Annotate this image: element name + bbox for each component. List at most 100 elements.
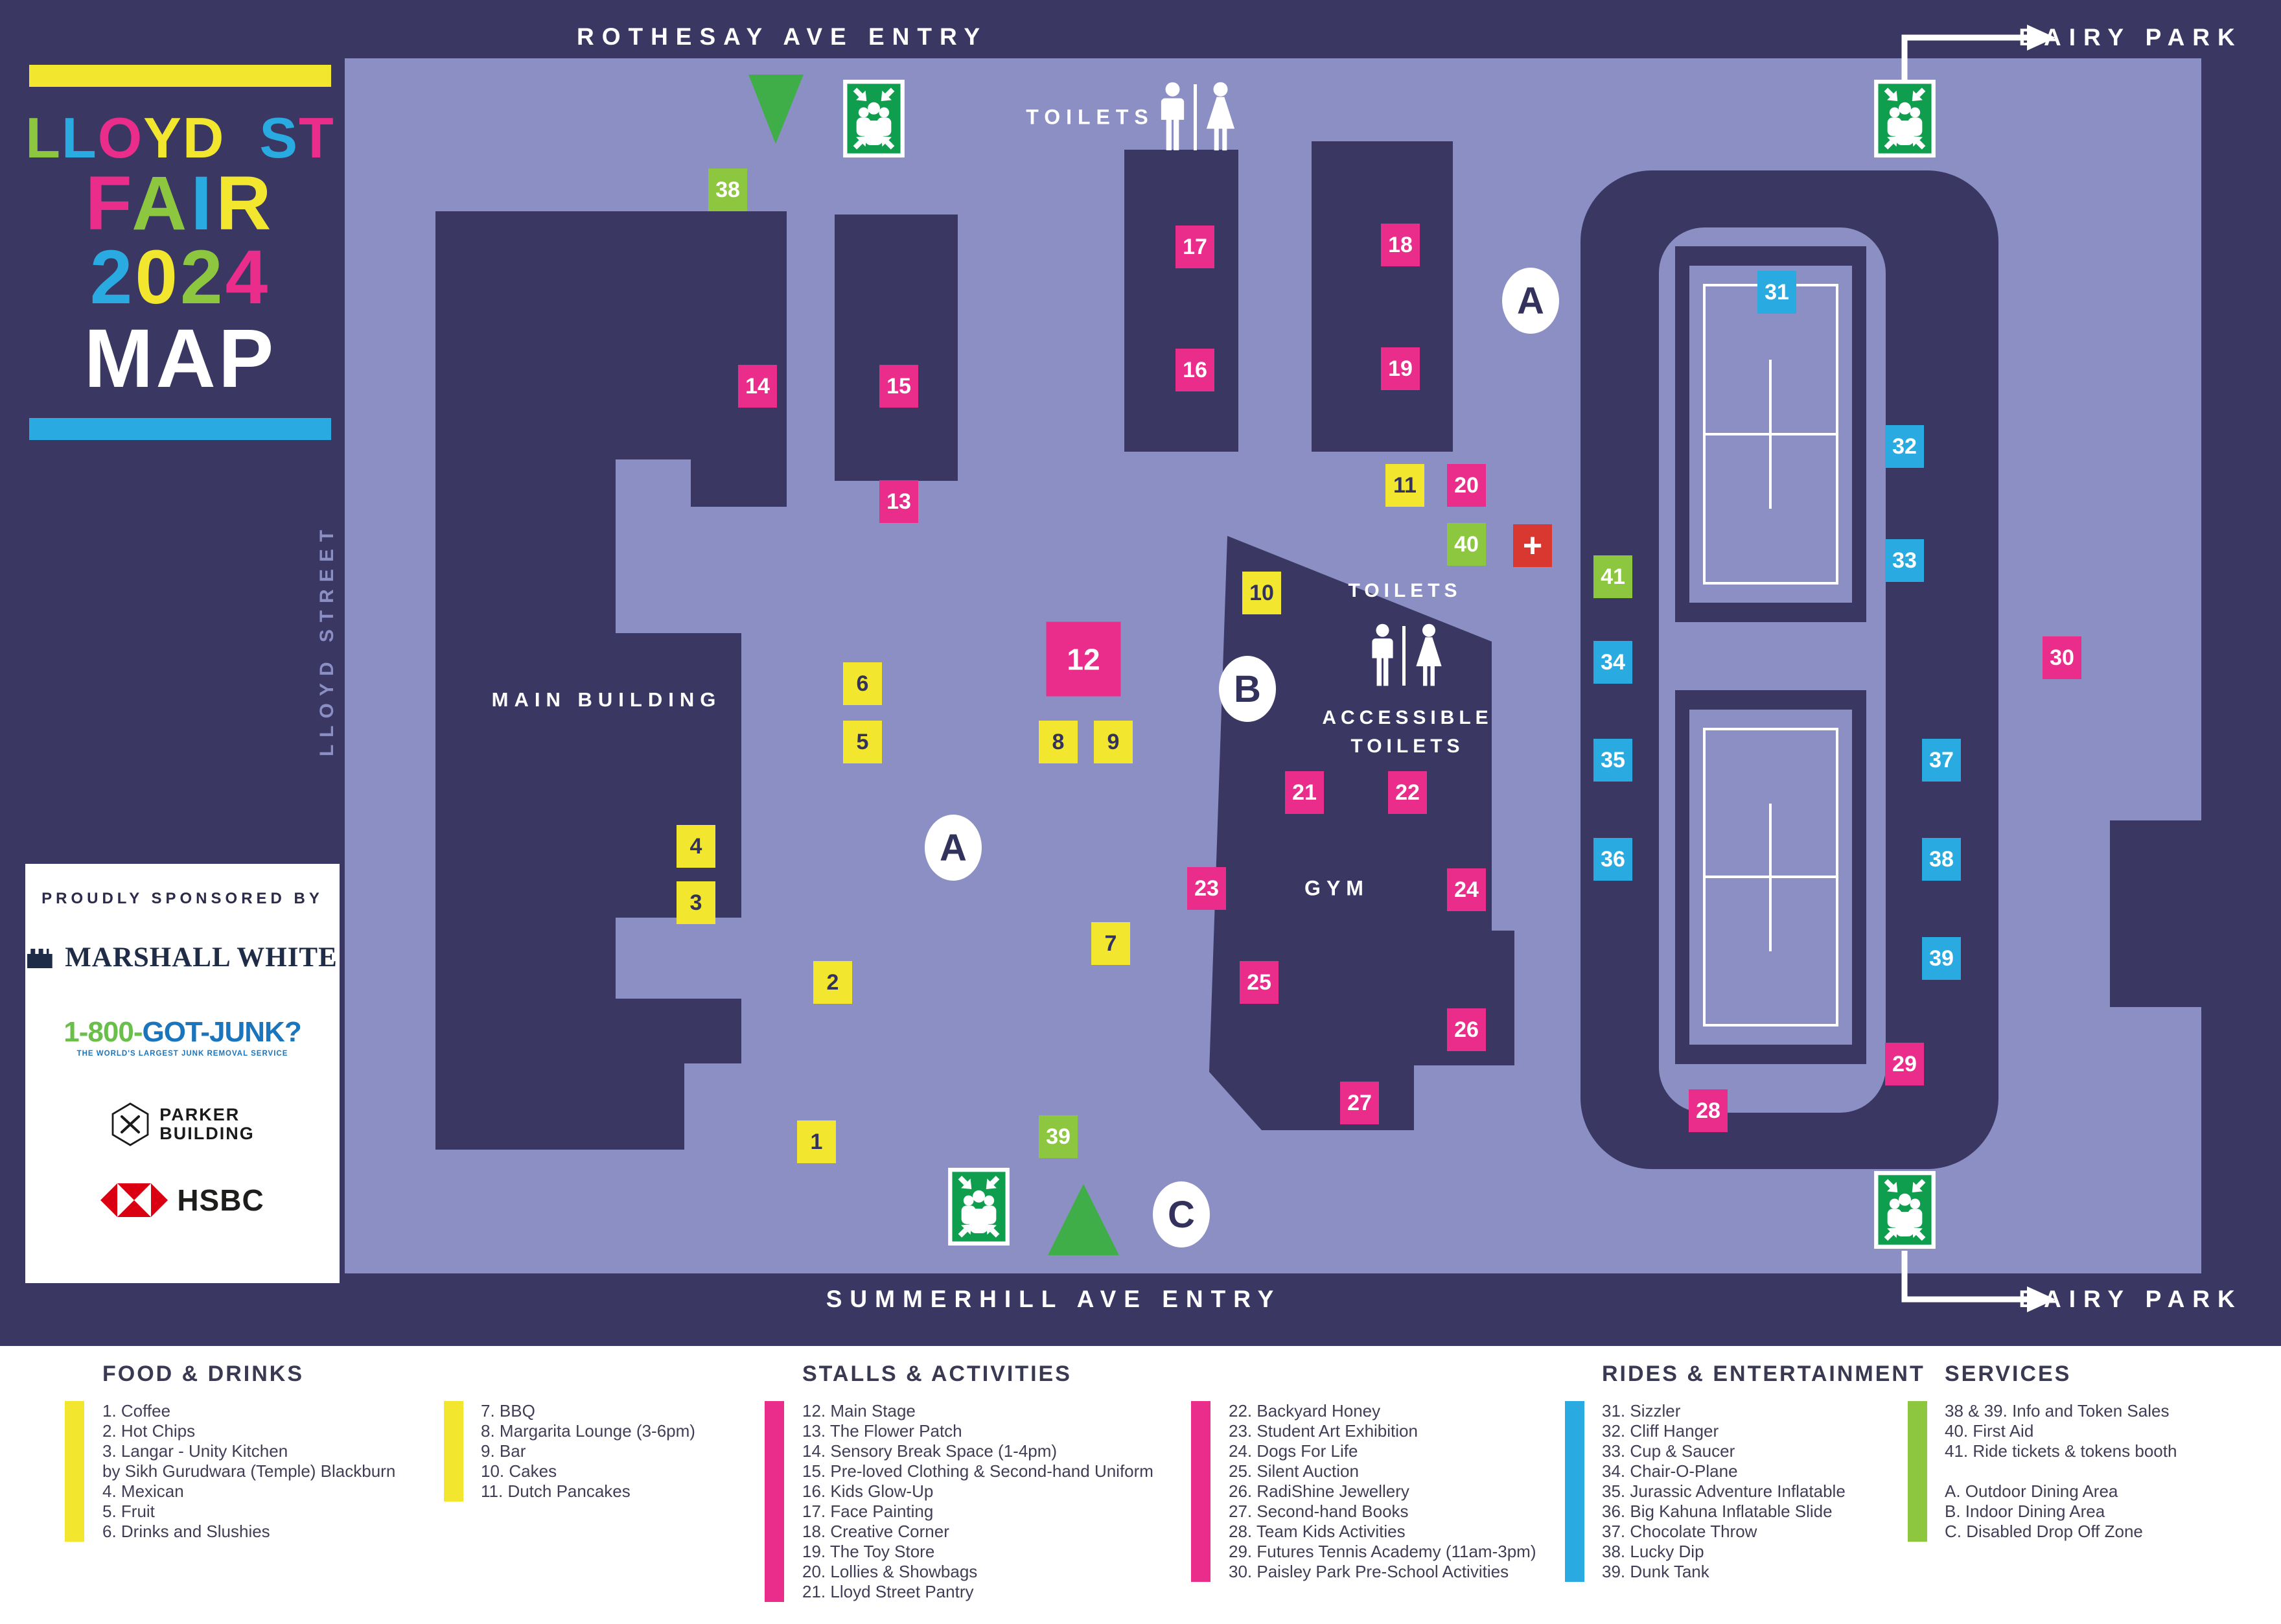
lloyd-street-label: LLOYD STREET	[316, 522, 338, 757]
assembly-point-icon	[948, 1168, 1010, 1246]
map-marker-9: 9	[1094, 721, 1133, 763]
stall15-building	[835, 215, 958, 481]
entry-label-summerhill: SUMMERHILL AVE ENTRY	[826, 1286, 1282, 1312]
toilets-label-top: TOILETS	[1026, 105, 1154, 129]
dairy-park-arrowhead-bottom	[2027, 1286, 2055, 1312]
map-marker-18: 18	[1381, 224, 1420, 266]
map-marker-20: 20	[1447, 464, 1486, 507]
map-marker-22: 22	[1388, 771, 1427, 814]
logo-line-map: MAP	[84, 312, 277, 405]
got-junk-name: GOT-JUNK?	[142, 1016, 301, 1048]
map-marker-36: 36	[1593, 838, 1632, 881]
logo-line-lloyd-st: LLOYD ST	[25, 106, 335, 170]
dairy-park-label-top: DAIRY PARK	[2019, 24, 2243, 51]
zone-circle-A: A	[925, 815, 982, 881]
legend-title-services: SERVICES	[1945, 1362, 2072, 1386]
toilets-label-mid: TOILETS	[1348, 580, 1462, 601]
sponsor-parker-building: PARKER BUILDING	[25, 1102, 340, 1146]
logo-bar-top	[29, 65, 331, 87]
map-marker-31: 31	[1757, 271, 1796, 314]
map-marker-34: 34	[1593, 641, 1632, 684]
map-marker-41: 41	[1593, 555, 1632, 598]
zone-circle-C: C	[1153, 1181, 1210, 1247]
dairy-park-label-bottom: DAIRY PARK	[2019, 1286, 2243, 1312]
map-marker-15: 15	[879, 365, 918, 408]
sponsor-got-junk: 1-800-GOT-JUNK? THE WORLD'S LARGEST JUNK…	[25, 1016, 340, 1058]
toilets-icon-top	[1161, 82, 1235, 151]
map-marker-39: 39	[1039, 1115, 1078, 1158]
map-marker-8: 8	[1039, 721, 1078, 763]
accessible-toilets-label-line2: TOILETS	[1350, 736, 1465, 757]
first-aid-marker: +	[1513, 524, 1552, 567]
legend-items: 7. BBQ 8. Margarita Lounge (3-6pm) 9. Ba…	[481, 1401, 695, 1501]
triangle-marker-top	[748, 75, 804, 144]
sponsor-hsbc: HSBC	[25, 1183, 340, 1218]
legend-bar	[444, 1401, 463, 1502]
main-building-stub	[691, 459, 787, 507]
map-marker-38: 38	[1922, 838, 1961, 881]
map-marker-7: 7	[1091, 922, 1130, 965]
map-marker-27: 27	[1340, 1082, 1379, 1124]
assembly-point-icon	[1874, 80, 1936, 157]
map-marker-12: 12	[1046, 621, 1121, 697]
legend-title-food-drinks: FOOD & DRINKS	[102, 1362, 304, 1386]
map-marker-13: 13	[879, 480, 918, 523]
main-building-label: MAIN BUILDING	[491, 688, 722, 711]
map-marker-28: 28	[1689, 1089, 1728, 1132]
map-marker-2: 2	[813, 961, 852, 1004]
map-marker-17: 17	[1175, 226, 1214, 268]
assembly-point-icon	[843, 80, 905, 157]
dairy-park-arrow-bottom	[1901, 1251, 2027, 1303]
got-junk-prefix: 1-800-	[64, 1016, 143, 1048]
legend-items: 38 & 39. Info and Token Sales 40. First …	[1945, 1401, 2177, 1541]
map-marker-1: 1	[797, 1120, 836, 1163]
parker-line1: PARKER	[159, 1105, 240, 1124]
map-marker-23: 23	[1187, 867, 1226, 910]
legend-title-stalls-activities: STALLS & ACTIVITIES	[802, 1362, 1072, 1386]
sponsor-heading: PROUDLY SPONSORED BY	[41, 890, 323, 907]
map-marker-30: 30	[2043, 636, 2081, 679]
stall17-building	[1124, 150, 1238, 452]
tennis-court-bottom	[1675, 690, 1866, 1064]
accessible-toilets-label-line1: ACCESSIBLE	[1322, 707, 1493, 728]
map-marker-40: 40	[1447, 523, 1486, 566]
map-marker-38: 38	[708, 168, 747, 211]
got-junk-tagline: THE WORLD'S LARGEST JUNK REMOVAL SERVICE	[76, 1050, 288, 1058]
map-marker-29: 29	[1885, 1043, 1924, 1085]
map-marker-33: 33	[1885, 539, 1924, 582]
map-marker-32: 32	[1885, 425, 1924, 468]
legend-bar	[1908, 1401, 1927, 1542]
main-building-step2	[616, 1063, 684, 1150]
main-building-bulge	[616, 633, 741, 918]
map-marker-39: 39	[1922, 937, 1961, 980]
hsbc-hexagon-icon	[100, 1183, 168, 1217]
logo-line-2024: 2024	[89, 235, 271, 320]
logo-bar-bottom	[29, 418, 331, 440]
marshall-white-wordmark: MARSHALL WHITE	[65, 942, 338, 973]
hsbc-wordmark: HSBC	[177, 1183, 264, 1217]
fair-logo: LLOYD ST FAIR 2024 MAP	[25, 64, 335, 455]
legend-bar	[1565, 1401, 1584, 1582]
map-marker-21: 21	[1285, 771, 1324, 814]
legend-title-rides-entertainment: RIDES & ENTERTAINMENT	[1602, 1362, 1925, 1386]
dairy-park-arrow-top	[1901, 34, 2027, 83]
map-marker-25: 25	[1240, 961, 1279, 1004]
entry-label-rothesay: ROTHESAY AVE ENTRY	[576, 23, 988, 50]
legend-items: 22. Backyard Honey 23. Student Art Exhib…	[1229, 1401, 1536, 1581]
map-marker-10: 10	[1242, 572, 1281, 614]
assembly-point-icon	[1874, 1171, 1936, 1249]
map-marker-4: 4	[677, 825, 715, 868]
map-marker-26: 26	[1447, 1008, 1486, 1051]
legend-items: 31. Sizzler 32. Cliff Hanger 33. Cup & S…	[1602, 1401, 1846, 1581]
legend-bar	[1191, 1401, 1210, 1582]
dairy-park-arrowhead-top	[2027, 25, 2055, 51]
map-marker-35: 35	[1593, 739, 1632, 782]
map-marker-14: 14	[738, 365, 777, 408]
legend-bar	[65, 1401, 84, 1542]
gym-building	[1209, 536, 1514, 1130]
legend-items: 12. Main Stage 13. The Flower Patch 14. …	[802, 1401, 1153, 1601]
right-edge-building	[2110, 820, 2201, 1007]
